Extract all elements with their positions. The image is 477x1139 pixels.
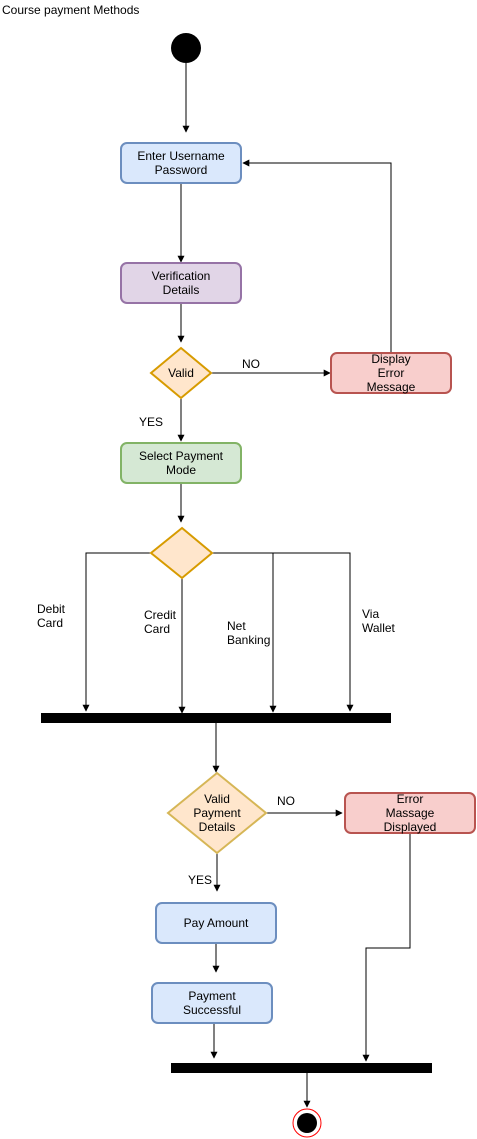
payment-methods-join-bar (41, 713, 391, 723)
edges (82, 63, 411, 1108)
edge-label-payment-yes: YES (188, 873, 212, 887)
node-pay-amount: Pay Amount (155, 902, 277, 944)
edge-label-payment-no: NO (277, 794, 295, 808)
diagram-title: Course payment Methods (2, 3, 139, 17)
edge-error-back-to-login (242, 159, 392, 353)
edge-label-no: NO (242, 357, 260, 371)
start-node (171, 33, 201, 63)
edge-payment-error-to-join (362, 833, 411, 1062)
decision-valid-label: Valid (168, 366, 194, 380)
end-node (292, 1108, 322, 1138)
edge-via-wallet (212, 552, 354, 712)
decision-valid: Valid (149, 346, 213, 400)
final-join-bar (171, 1063, 432, 1073)
node-pay-amount-label: Pay Amount (184, 916, 249, 930)
edge-label-yes: YES (139, 415, 163, 429)
decision-payment-mode (149, 526, 214, 580)
edge-debit-card (82, 552, 151, 712)
